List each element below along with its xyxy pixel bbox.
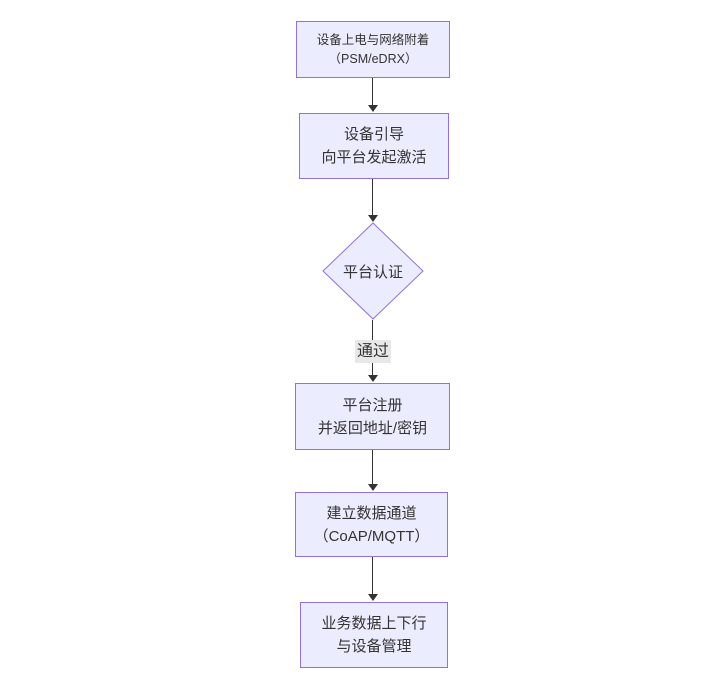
node-line: 平台认证 (342, 263, 403, 281)
node-line: 建立数据通道 (326, 504, 417, 522)
node-line: 向平台发起激活 (321, 149, 427, 166)
edge-label-pass: 通过 (354, 340, 392, 363)
node-line: 设备上电与网络附着 (316, 32, 430, 47)
arrowhead-icon (368, 375, 378, 382)
edge-line (372, 78, 373, 105)
edge-line (372, 450, 373, 484)
diamond-shape (322, 222, 424, 320)
edge-line (372, 179, 373, 215)
node-line: 平台注册 (342, 396, 403, 414)
node-platform-register: 平台注册 并返回地址/密钥 (295, 383, 450, 450)
arrowhead-icon (368, 215, 378, 222)
node-business-data-mgmt: 业务数据上下行 与设备管理 (300, 602, 448, 668)
arrowhead-icon (368, 484, 378, 491)
arrowhead-icon (368, 105, 378, 112)
node-line: （PSM/eDRX） (328, 51, 418, 66)
node-line: 业务数据上下行 (321, 615, 427, 632)
node-line: 并返回地址/密钥 (317, 419, 428, 437)
node-platform-auth-decision: 平台认证 (322, 222, 424, 320)
edge-line (372, 557, 373, 594)
node-line: （CoAP/MQTT） (313, 527, 430, 545)
arrowhead-icon (368, 594, 378, 601)
node-line: 设备引导 (343, 126, 404, 143)
node-data-channel: 建立数据通道 （CoAP/MQTT） (295, 492, 448, 557)
node-device-bootstrap: 设备引导 向平台发起激活 (299, 113, 449, 179)
node-device-power-attach: 设备上电与网络附着 （PSM/eDRX） (296, 21, 450, 78)
node-line: 与设备管理 (336, 638, 412, 655)
